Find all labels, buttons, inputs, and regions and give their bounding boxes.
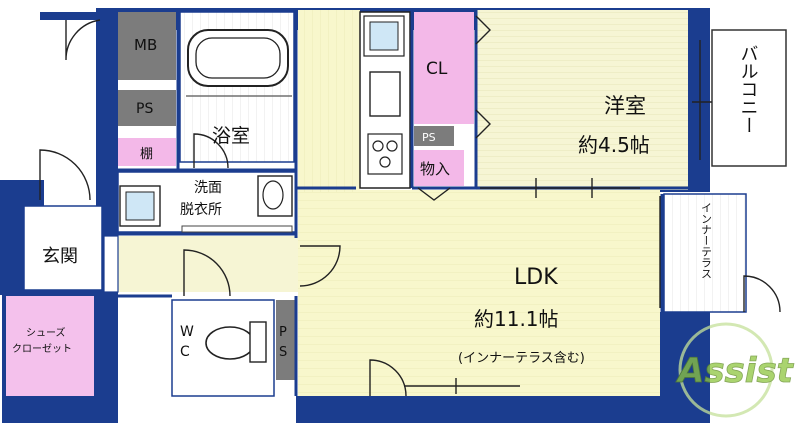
toilet <box>205 326 255 360</box>
label-ps-kitchen: PS <box>422 131 436 144</box>
label-ldk-note: (インナーテラス含む) <box>458 350 585 366</box>
label-western-room-size: 約4.5帖 <box>578 133 650 157</box>
entrance-floor <box>23 205 103 291</box>
shoe-closet <box>6 296 94 396</box>
label-entrance: 玄関 <box>42 246 78 267</box>
ps-lower-box <box>276 300 296 380</box>
western-room-floor <box>476 10 688 190</box>
stove <box>367 133 403 175</box>
label-ps-upper: PS <box>136 101 153 117</box>
shelf-box <box>118 138 176 166</box>
label-bath: 浴室 <box>212 125 250 147</box>
label-mb: MB <box>134 36 157 54</box>
logo-text: Assist <box>675 351 795 391</box>
label-ps-lower-p: P <box>279 325 287 340</box>
inner-terrace-floor <box>663 193 747 313</box>
label-washroom-1: 洗面 <box>194 180 222 196</box>
label-shoe-closet-1: シューズ <box>26 326 66 339</box>
door-swings <box>39 15 781 397</box>
mb-box <box>118 12 176 80</box>
ldk-floor <box>298 190 660 396</box>
sliding-doors <box>404 40 712 394</box>
label-ldk: LDK <box>514 265 558 290</box>
label-ps-lower-s: S <box>279 345 287 360</box>
ps-kitchen-box <box>414 126 454 146</box>
ps-upper-box <box>118 90 176 126</box>
label-balcony: バルコニー <box>738 44 759 134</box>
storage-box <box>414 150 464 186</box>
bathtub-inner <box>195 37 281 79</box>
label-shelf: 棚 <box>140 147 153 162</box>
genkan-step <box>103 235 119 293</box>
label-inner-terrace: インナーテラス <box>700 202 713 279</box>
label-washroom-2: 脱衣所 <box>180 202 222 218</box>
assist-logo: Assist <box>675 322 795 418</box>
label-shoe-closet-2: クローゼット <box>12 343 72 355</box>
balcony-floor <box>711 29 787 167</box>
corridor-floor <box>298 10 360 192</box>
label-wc-c: C <box>180 344 190 360</box>
label-ldk-size: 約11.1帖 <box>474 307 559 331</box>
label-storage: 物入 <box>420 160 450 178</box>
kitchen-sink <box>369 71 401 117</box>
label-wc-w: W <box>180 324 194 340</box>
label-western-room: 洋室 <box>604 94 646 118</box>
closet-cl <box>414 12 474 124</box>
hall-floor <box>118 236 298 292</box>
label-closet: CL <box>426 59 448 79</box>
